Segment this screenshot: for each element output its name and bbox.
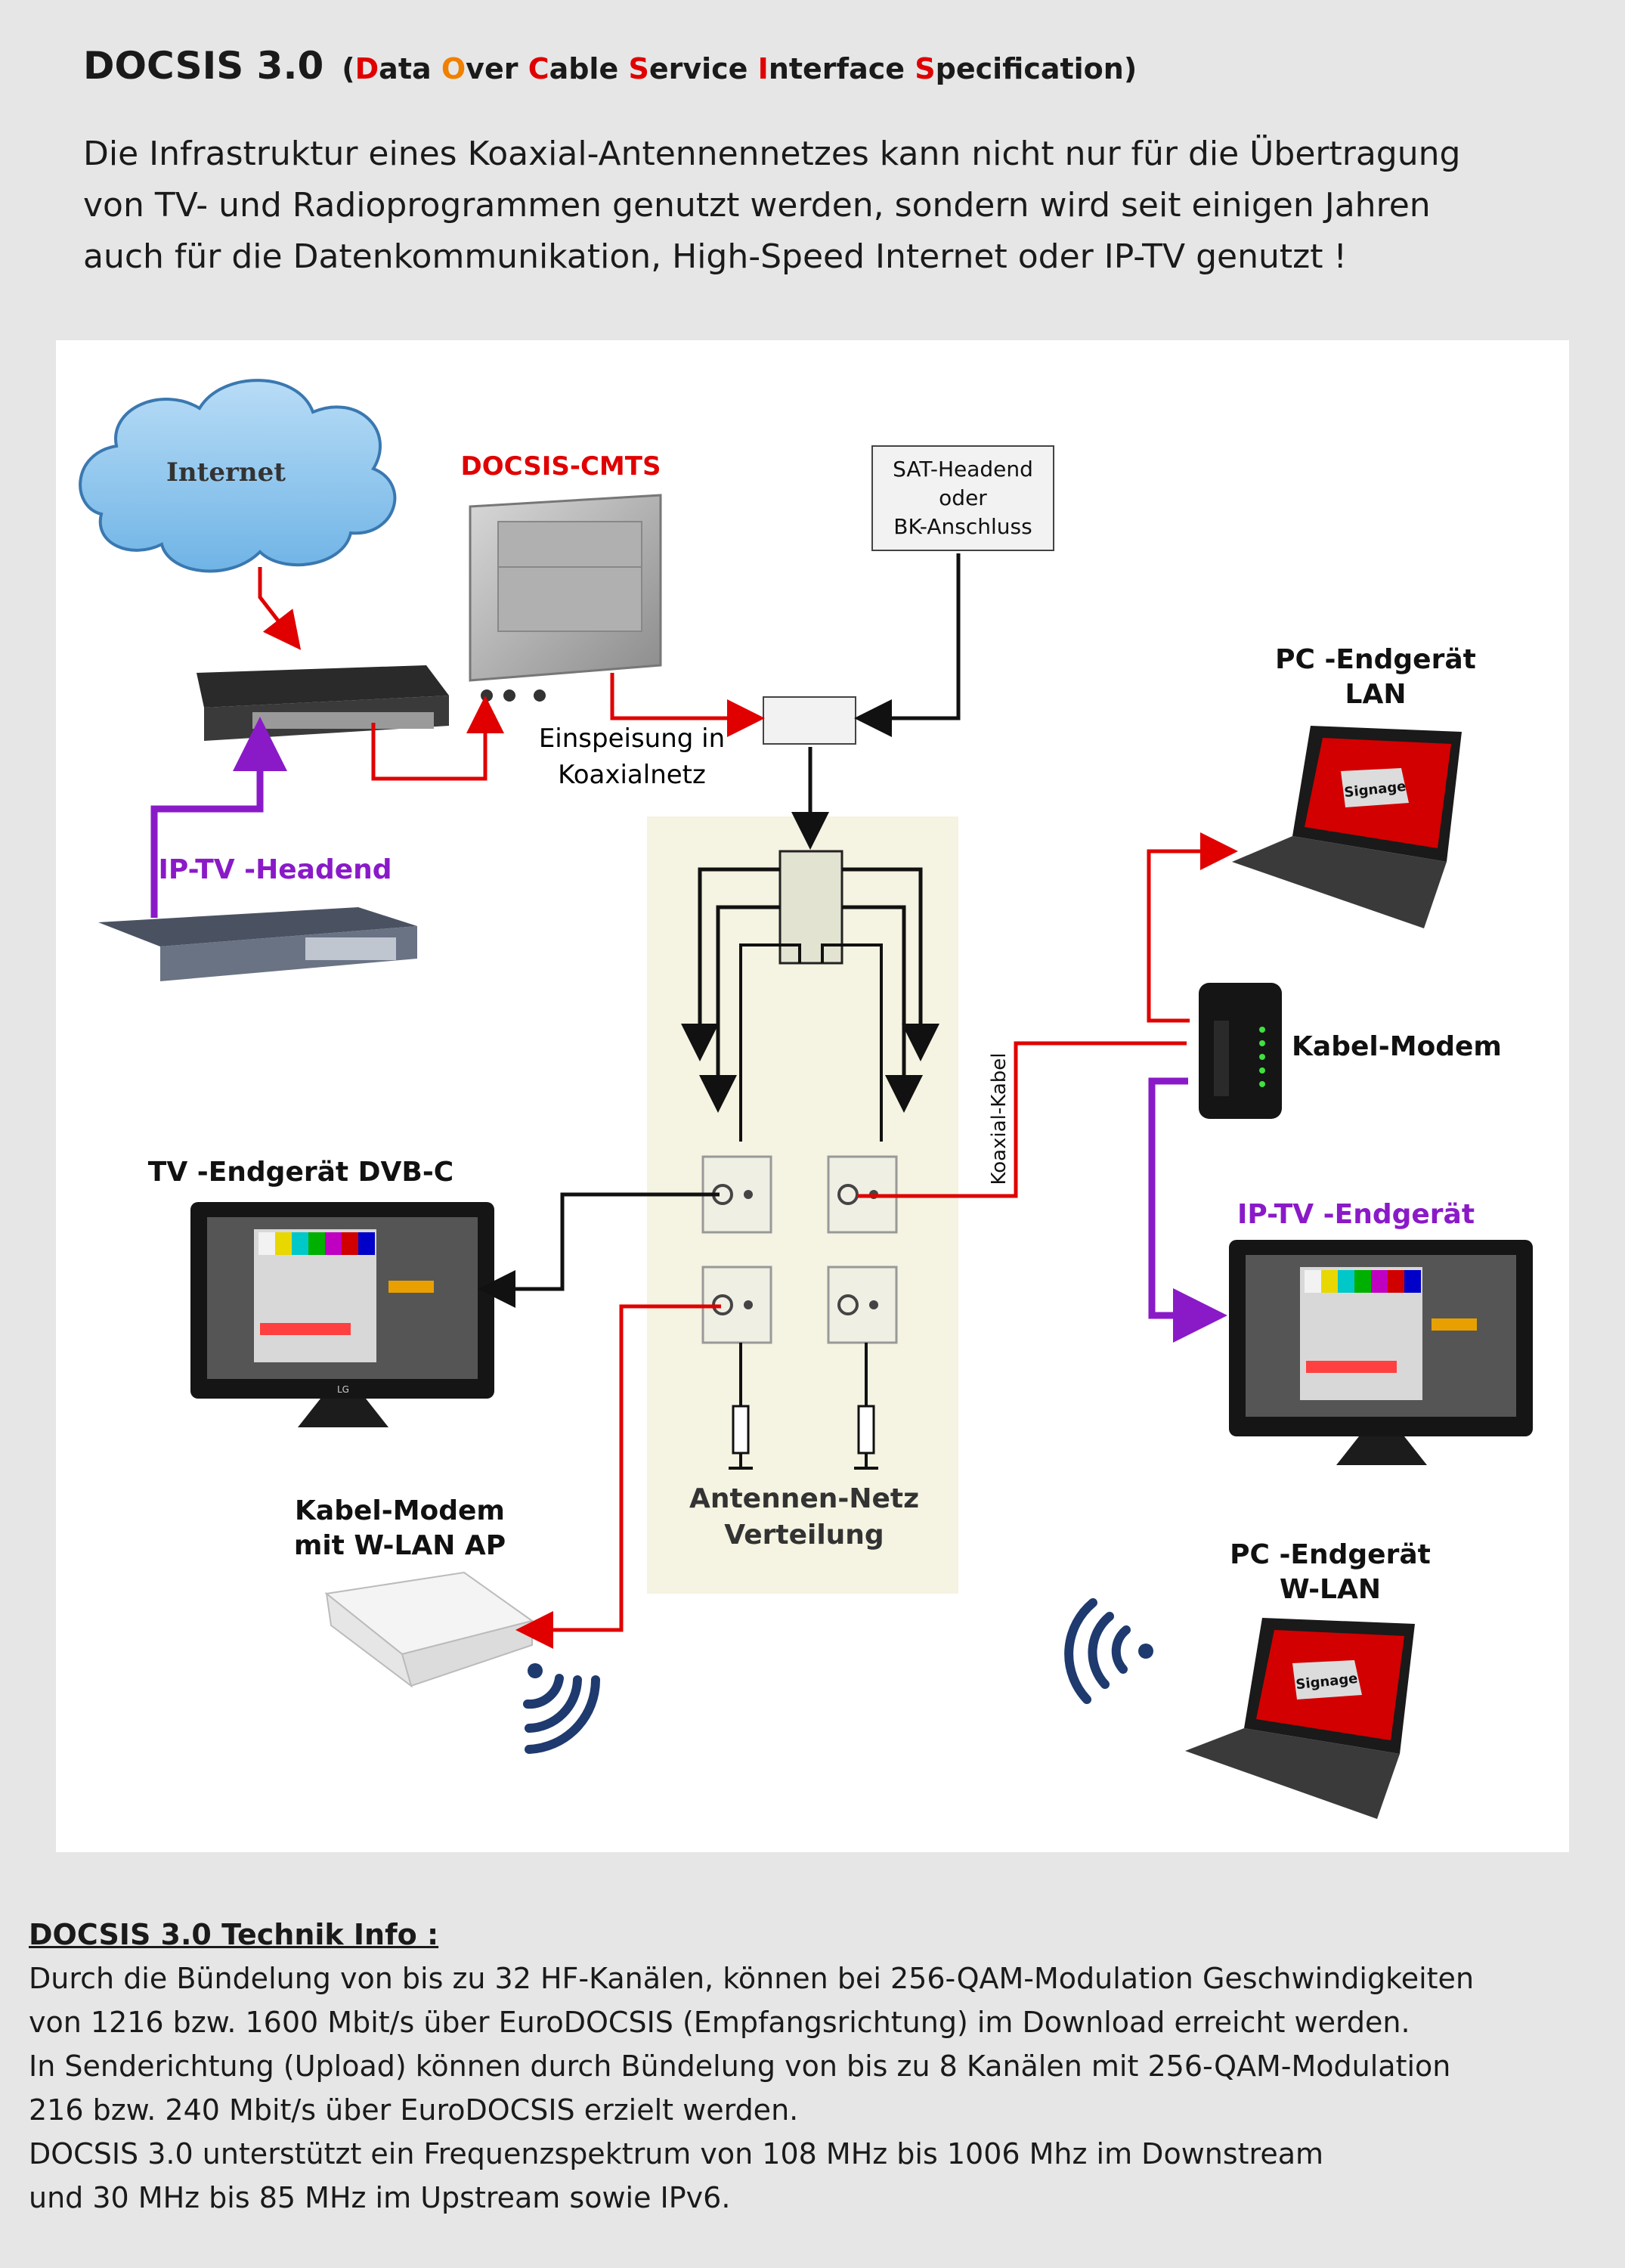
technical-info-heading: DOCSIS 3.0 Technik Info : bbox=[29, 1918, 439, 1951]
wifi-icon bbox=[1064, 1598, 1153, 1704]
pc-wlan-label: W-LAN bbox=[1280, 1574, 1381, 1605]
sat-headend-label: BK-Anschluss bbox=[893, 514, 1032, 539]
technical-info-line: Durch die Bündelung von bis zu 32 HF-Kan… bbox=[29, 1962, 1475, 1995]
antenna-net-label: Antennen-Netz bbox=[689, 1483, 919, 1514]
technical-info-line: 216 bzw. 240 Mbit/s über EuroDOCSIS erzi… bbox=[29, 2093, 799, 2127]
subtitle-part: ata bbox=[379, 52, 441, 85]
pc-lan-label: LAN bbox=[1345, 679, 1407, 710]
subtitle-part: ( bbox=[342, 52, 355, 85]
laptop-wlan-icon: Signage bbox=[1185, 1618, 1415, 1819]
subtitle-part: S bbox=[915, 52, 936, 85]
internet-cloud-icon bbox=[79, 379, 397, 573]
technical-info-line: von 1216 bzw. 1600 Mbit/s über EuroDOCSI… bbox=[29, 2006, 1410, 2039]
antenna-net-label: Verteilung bbox=[724, 1520, 884, 1551]
modem-wlan-label: Kabel-Modem bbox=[295, 1495, 505, 1526]
cable-modem-label: Kabel-Modem bbox=[1292, 1031, 1502, 1062]
cable-modem-icon bbox=[1199, 983, 1282, 1119]
tv-device-label: TV -Endgerät DVB-C bbox=[148, 1157, 453, 1188]
iptv-headend-label: IP-TV -Headend bbox=[158, 854, 392, 885]
cmts-icon bbox=[469, 494, 662, 702]
title-subtitle: (Data Over Cable Service Interface Speci… bbox=[342, 52, 1137, 85]
feed-label: Einspeisung in bbox=[539, 723, 725, 754]
combiner-box bbox=[763, 696, 856, 745]
technical-info-line: und 30 MHz bis 85 MHz im Upstream sowie … bbox=[29, 2181, 731, 2214]
subtitle-part: ervice bbox=[648, 52, 758, 85]
intro-line: Die Infrastruktur eines Koaxial-Antennen… bbox=[83, 135, 1461, 173]
iptv-tv-icon bbox=[1229, 1240, 1533, 1465]
subtitle-part: pecification) bbox=[935, 52, 1138, 85]
technical-info-line: In Senderichtung (Upload) können durch B… bbox=[29, 2050, 1451, 2083]
subtitle-part: C bbox=[528, 52, 549, 85]
terminator-resistor bbox=[857, 1405, 875, 1455]
internet-label: Internet bbox=[166, 457, 286, 488]
subtitle-part: S bbox=[628, 52, 649, 85]
title-main: DOCSIS 3.0 bbox=[83, 44, 324, 88]
subtitle-part: O bbox=[441, 52, 466, 85]
subtitle-part: I bbox=[757, 52, 769, 85]
network-diagram: Internet DOCSIS-CMTS SAT-Headend oder BK… bbox=[56, 340, 1569, 1852]
wifi-icon bbox=[523, 1663, 601, 1754]
subtitle-part: able bbox=[549, 52, 629, 85]
sat-headend-label: oder bbox=[939, 485, 987, 510]
coax-cable-label: Koaxial-Kabel bbox=[988, 1053, 1011, 1185]
feed-label: Koaxialnetz bbox=[558, 760, 706, 790]
network-switch-icon bbox=[197, 665, 449, 741]
tv-icon: LG bbox=[190, 1202, 494, 1427]
sat-headend-label: SAT-Headend bbox=[893, 457, 1033, 482]
iptv-headend-icon bbox=[98, 907, 417, 981]
diagram-text: LG bbox=[337, 1384, 349, 1395]
page-title: DOCSIS 3.0 (Data Over Cable Service Inter… bbox=[83, 44, 1137, 88]
terminator-resistor bbox=[732, 1405, 750, 1455]
iptv-device-label: IP-TV -Endgerät bbox=[1237, 1199, 1475, 1230]
technical-info: DOCSIS 3.0 Technik Info : Durch die Bünd… bbox=[29, 1913, 1601, 2220]
intro-text: Die Infrastruktur eines Koaxial-Antennen… bbox=[83, 129, 1565, 283]
intro-line: von TV- und Radioprogrammen genutzt werd… bbox=[83, 186, 1431, 225]
pc-lan-label: PC -Endgerät bbox=[1275, 644, 1476, 675]
subtitle-part: ver bbox=[466, 52, 528, 85]
sat-headend-box bbox=[871, 445, 1054, 551]
antenna-outlet-icon bbox=[827, 1266, 898, 1344]
cmts-label: DOCSIS-CMTS bbox=[461, 451, 661, 482]
pc-wlan-label: PC -Endgerät bbox=[1230, 1539, 1431, 1570]
modem-wlan-label: mit W-LAN AP bbox=[294, 1530, 506, 1561]
laptop-lan-icon: Signage bbox=[1232, 726, 1462, 928]
subtitle-part: nterface bbox=[768, 52, 915, 85]
technical-info-line: DOCSIS 3.0 unterstützt ein Frequenzspekt… bbox=[29, 2137, 1324, 2170]
wlan-modem-icon bbox=[324, 1571, 534, 1688]
intro-line: auch für die Datenkommunikation, High-Sp… bbox=[83, 237, 1348, 276]
subtitle-part: D bbox=[354, 52, 379, 85]
